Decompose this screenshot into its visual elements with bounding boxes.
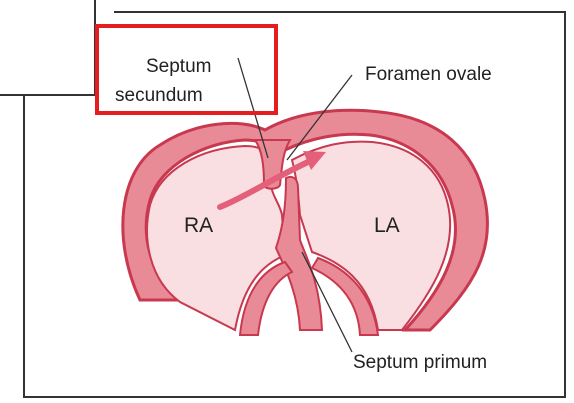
label-right-atrium: RA [184,214,213,237]
label-septum-secundum-line2: secundum [115,85,203,106]
label-left-atrium: LA [374,214,400,237]
label-septum-secundum-line1: Septum [146,56,211,77]
label-foramen-ovale: Foramen ovale [365,64,492,85]
leader-septum-secundum [238,58,268,158]
label-septum-primum: Septum primum [353,352,487,373]
overlap-panel [0,0,95,95]
